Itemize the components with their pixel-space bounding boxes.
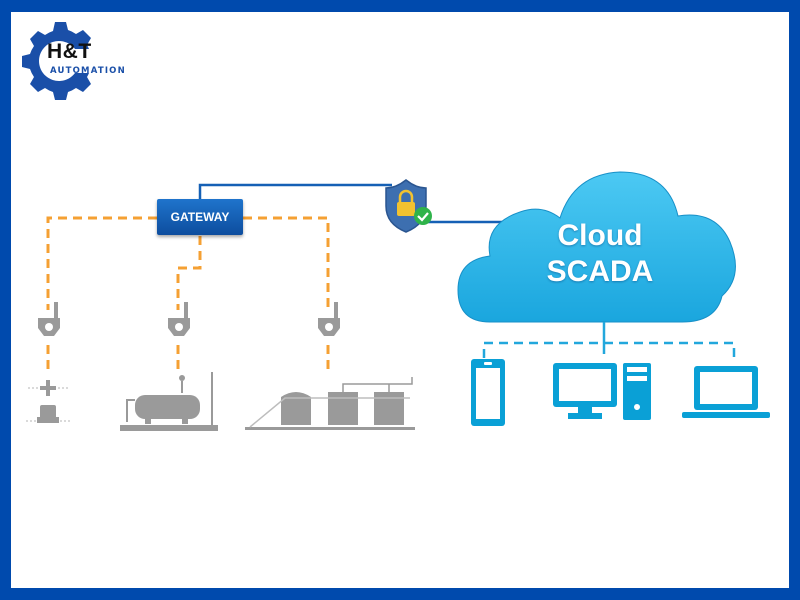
storage-tank-icon bbox=[120, 372, 218, 431]
check-badge-icon bbox=[414, 207, 432, 225]
smartphone-icon bbox=[471, 359, 505, 426]
lock-icon bbox=[397, 202, 415, 216]
secure-uplink bbox=[198, 183, 510, 224]
link-mid bbox=[176, 236, 202, 310]
wireless-transmitter-icon bbox=[318, 302, 340, 336]
logo-title: H&T bbox=[47, 40, 92, 63]
gateway-label: GATEWAY bbox=[170, 210, 230, 224]
logo-subtitle: AUTOMATION bbox=[50, 66, 126, 76]
security-shield-icon bbox=[385, 179, 432, 233]
cloud-scada-label: Cloud SCADA bbox=[520, 218, 680, 290]
tank-array-icon bbox=[245, 377, 415, 430]
laptop-icon bbox=[682, 366, 770, 418]
field-links bbox=[46, 216, 330, 372]
wireless-transmitter-icon bbox=[168, 302, 190, 336]
cloud-icon bbox=[457, 171, 736, 323]
wireless-transmitter-icon bbox=[38, 302, 60, 336]
cloud-label-line1: Cloud bbox=[557, 219, 643, 252]
gateway-node: GATEWAY bbox=[157, 199, 243, 235]
desktop-computer-icon bbox=[553, 363, 651, 420]
link-right bbox=[243, 216, 330, 310]
client-links bbox=[482, 322, 736, 360]
valve-assembly-icon bbox=[26, 380, 70, 423]
link-left bbox=[46, 216, 157, 310]
cloud-label-line2: SCADA bbox=[546, 255, 654, 288]
gear-icon bbox=[22, 22, 91, 100]
